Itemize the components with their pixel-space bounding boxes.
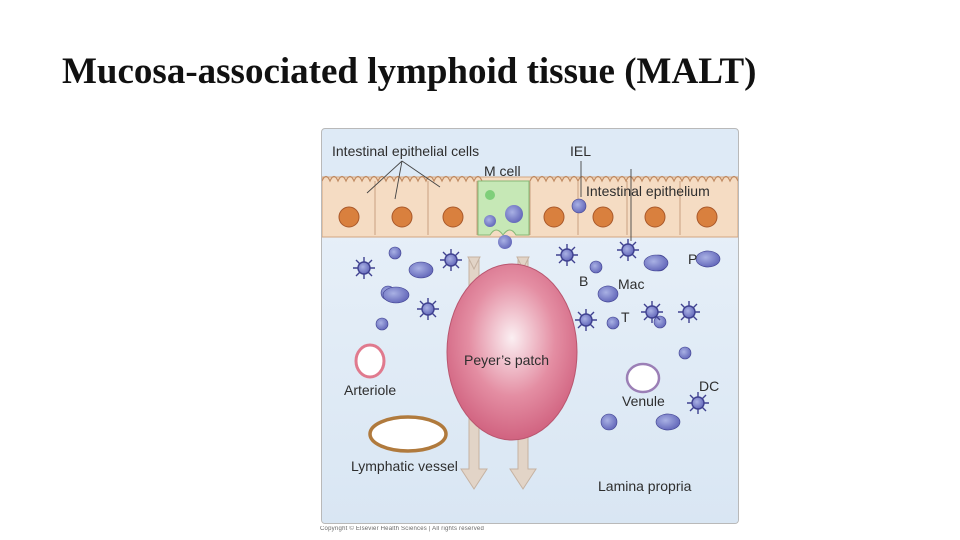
dendritic-cell (556, 244, 578, 266)
peyers-patch (446, 263, 578, 441)
epithelial-nucleus (644, 206, 666, 228)
copyright-notice: Copyright © Elsevier Health Sciences | A… (320, 526, 484, 532)
plasma-cell (695, 250, 721, 268)
m-cell-label: M cell (484, 163, 521, 179)
venule-vessel (625, 362, 661, 394)
lymphatic-vessel-label: Lymphatic vessel (351, 458, 458, 474)
lymphocyte (571, 198, 587, 214)
dendritic-cell (353, 257, 375, 279)
epithelial-nucleus (442, 206, 464, 228)
dendritic-cell (641, 301, 663, 323)
macrophage (597, 285, 619, 303)
dendritic-cell (687, 392, 709, 414)
plasma-cell (408, 261, 434, 279)
plasma-cell (382, 286, 410, 304)
epithelial-nucleus (543, 206, 565, 228)
macrophage (600, 413, 618, 431)
immune-cells (353, 198, 721, 431)
lymphocyte (375, 317, 389, 331)
lymphocyte (589, 260, 603, 274)
dc-label: DC (699, 378, 719, 394)
dendritic-cell (678, 301, 700, 323)
venule-label: Venule (622, 393, 665, 409)
lymphocyte (678, 346, 692, 360)
plasma-cell-label: P (688, 251, 697, 267)
intestinal-epithelium-label: Intestinal epithelium (586, 183, 710, 199)
slide-title: Mucosa-associated lymphoid tissue (MALT) (62, 51, 757, 92)
lymphocyte (653, 315, 667, 329)
intestinal-epithelial-cells-label: Intestinal epithelial cells (332, 143, 479, 159)
epithelial-nucleus (338, 206, 360, 228)
dendritic-cell (617, 239, 639, 261)
dendritic-cell (575, 309, 597, 331)
epithelial-nucleus (696, 206, 718, 228)
lymphocyte (606, 316, 620, 330)
macrophage-label: Mac (618, 276, 644, 292)
b-cell-label: B (579, 273, 588, 289)
iel-label: IEL (570, 143, 591, 159)
m-cell (477, 180, 530, 249)
lamina-propria-label: Lamina propria (598, 478, 692, 494)
arteriole-label: Arteriole (344, 382, 396, 398)
intestinal-epithelium-layer (322, 175, 738, 238)
lymphatic-vessel-shape (368, 415, 448, 453)
peyers-patch-label: Peyer’s patch (464, 352, 549, 368)
microvilli-left (322, 175, 483, 183)
t-cell-label: T (621, 309, 630, 325)
dendritic-cell (440, 249, 462, 271)
malt-diagram-svg: Intestinal epithelial cells M cell IEL I… (322, 143, 738, 523)
arteriole-vessel (354, 343, 386, 379)
microvilli-right (529, 175, 738, 183)
label-pointers (366, 160, 632, 241)
plasma-cell (643, 254, 669, 272)
dendritic-cell (417, 298, 439, 320)
plasma-cell (655, 413, 681, 431)
epithelial-nucleus (391, 206, 413, 228)
malt-diagram: Intestinal epithelial cells M cell IEL I… (321, 128, 739, 524)
lymphocyte (388, 246, 402, 260)
epithelial-nucleus (592, 206, 614, 228)
